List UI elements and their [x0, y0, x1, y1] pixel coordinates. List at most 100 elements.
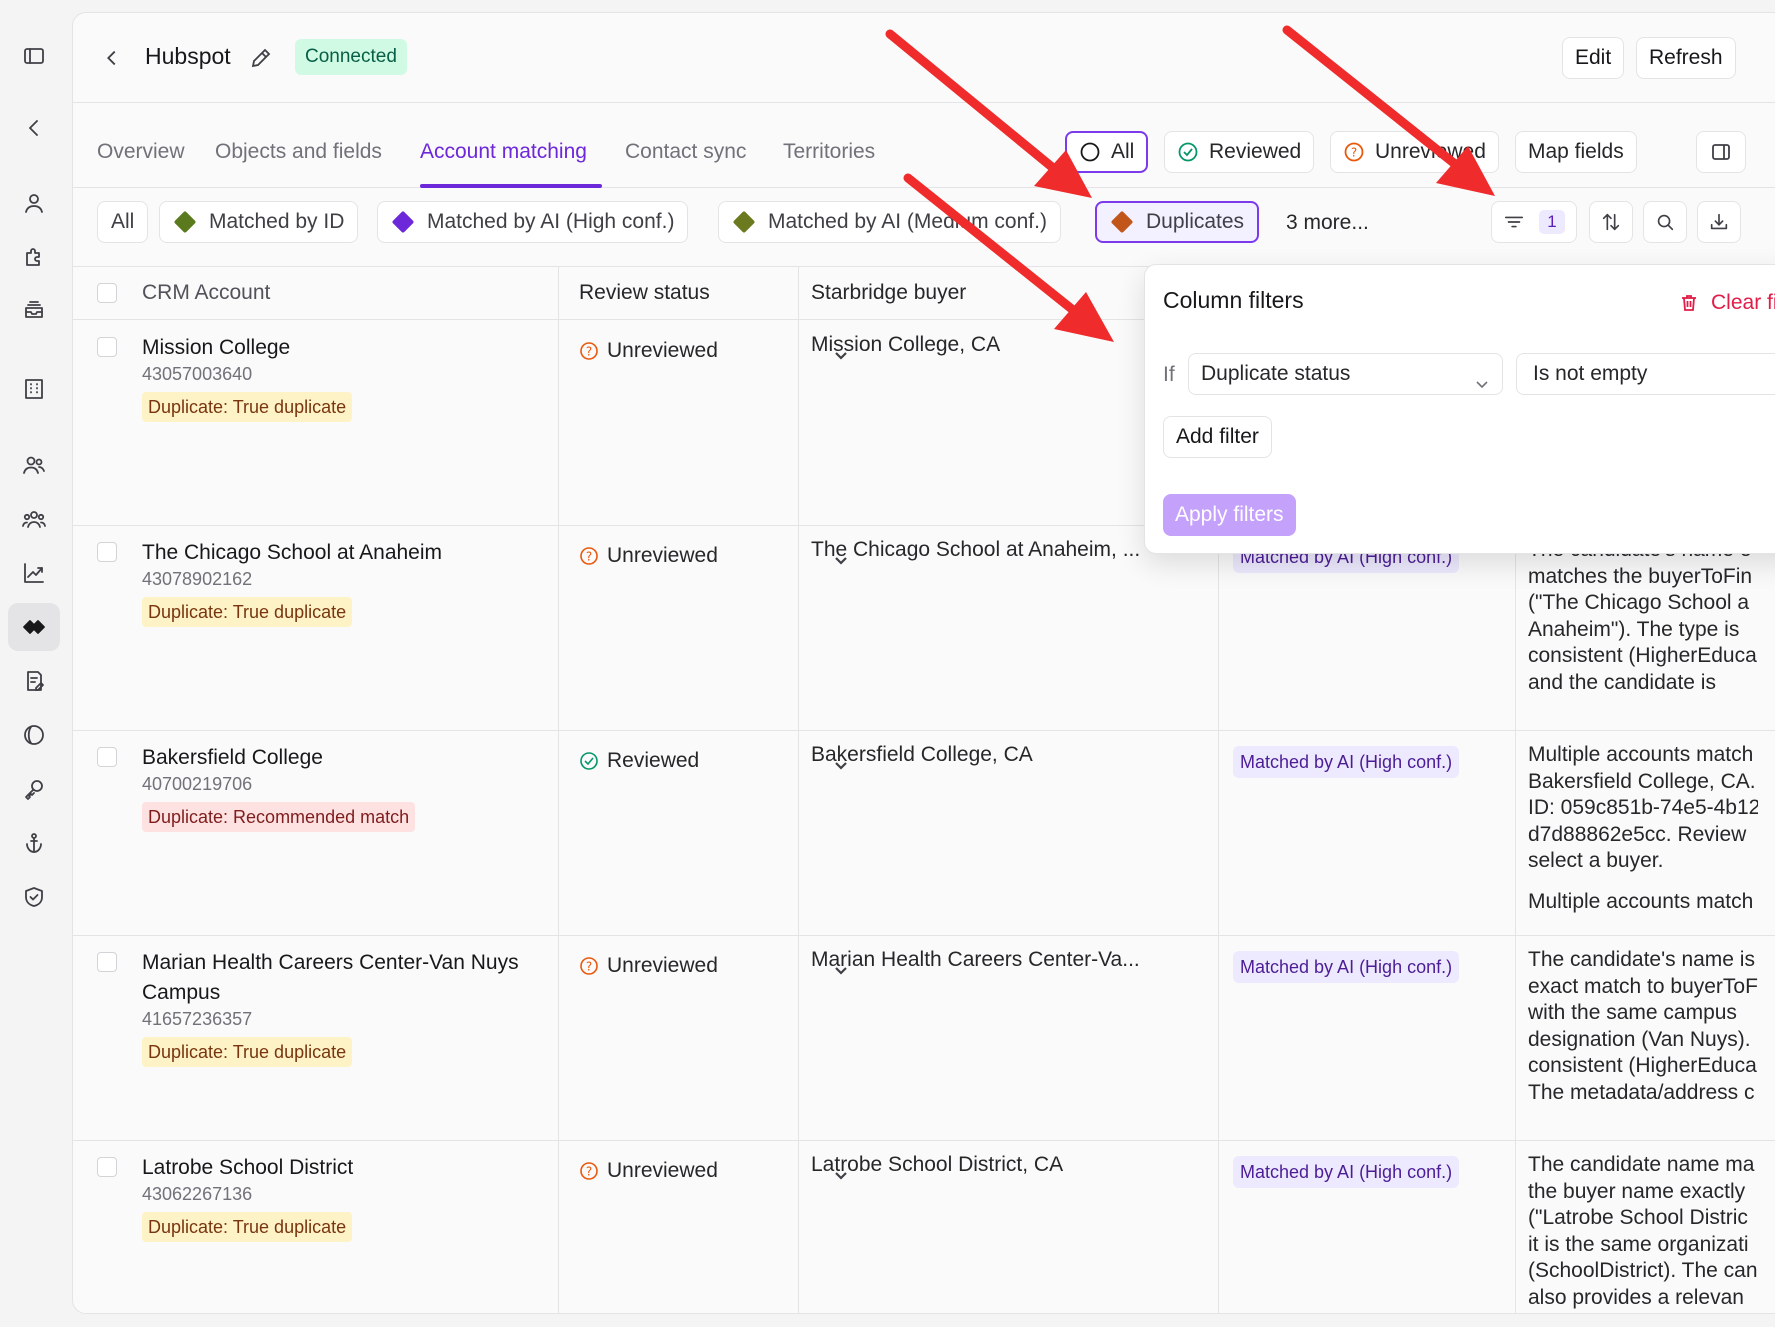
filter-field-select[interactable]: Duplicate status [1188, 353, 1503, 395]
reason-line: Multiple accounts match [1528, 743, 1754, 766]
buyer-name: Bakersfield College, CA [811, 743, 1033, 766]
col-crm-account[interactable]: CRM Account [142, 281, 271, 304]
chevron-down-icon[interactable] [833, 552, 849, 568]
sort-button[interactable] [1589, 201, 1633, 243]
account-name: Marian Health Careers Center-Van Nuys Ca… [142, 951, 519, 1004]
svg-text:?: ? [586, 1165, 592, 1179]
review-status-select[interactable]: ? Unreviewed [579, 954, 718, 978]
col-starbridge-buyer[interactable]: Starbridge buyer [811, 281, 967, 304]
reason-line: select a buyer. [1528, 849, 1664, 872]
review-status-select[interactable]: ? Unreviewed [579, 544, 718, 568]
trash-icon [1682, 295, 1696, 311]
collapse-chevron-icon[interactable] [14, 108, 54, 148]
tabs-row: Overview Objects and fields Account matc… [73, 104, 1775, 188]
chip-matched-ai-high-label: Matched by AI (High conf.) [427, 210, 675, 233]
reason-line: also provides a relevan [1528, 1285, 1744, 1309]
check-circle-icon [1177, 141, 1199, 163]
review-status-select[interactable]: ? Unreviewed [579, 339, 718, 363]
building-icon[interactable] [14, 369, 54, 409]
tab-objects-and-fields[interactable]: Objects and fields [215, 140, 382, 163]
chevron-down-icon[interactable] [833, 962, 849, 978]
account-matching-icon[interactable] [8, 603, 60, 651]
duplicate-badge: Duplicate: True duplicate [142, 597, 353, 627]
chevron-down-icon[interactable] [833, 757, 849, 773]
svg-text:?: ? [1351, 146, 1357, 160]
tab-overview[interactable]: Overview [97, 140, 185, 163]
row-checkbox[interactable] [97, 337, 117, 357]
col-review-status[interactable]: Review status [579, 281, 710, 304]
panel-toggle-button[interactable] [1696, 131, 1746, 173]
row-checkbox[interactable] [97, 952, 117, 972]
table-row[interactable]: Mission College 43057003640 Duplicate: T… [73, 321, 1775, 526]
edit-button[interactable]: Edit [1562, 37, 1625, 79]
apply-filters-button[interactable]: Apply filters [1163, 494, 1296, 536]
review-status-select[interactable]: ? Unreviewed [579, 1159, 718, 1183]
search-button[interactable] [1643, 201, 1687, 243]
download-button[interactable] [1697, 201, 1741, 243]
circle-logo-icon[interactable] [14, 715, 54, 755]
group-icon[interactable] [14, 499, 54, 539]
match-type-badge: Matched by AI (High conf.) [1233, 951, 1460, 983]
pencil-icon[interactable] [249, 46, 273, 70]
chart-trend-icon[interactable] [14, 553, 54, 593]
more-chips-link[interactable]: 3 more... [1286, 211, 1369, 234]
add-filter-button[interactable]: Add filter [1163, 416, 1272, 458]
chip-all[interactable]: All [97, 201, 149, 243]
chip-all-label: All [111, 210, 135, 233]
buyer-name: The Chicago School at Anaheim, ... [811, 538, 1141, 561]
clear-filters-button[interactable]: Clear filters [1679, 291, 1775, 315]
purple-diamond-icon [391, 210, 415, 234]
table-row[interactable]: Bakersfield College 40700219706 Duplicat… [73, 731, 1775, 936]
user-icon[interactable] [14, 183, 54, 223]
duplicate-badge: Duplicate: True duplicate [142, 392, 353, 422]
document-edit-icon[interactable] [14, 661, 54, 701]
account-name: Bakersfield College [142, 746, 323, 769]
map-fields-button[interactable]: Map fields [1515, 131, 1637, 173]
reason-line: designation (Van Nuys). [1528, 1027, 1751, 1051]
tab-account-matching[interactable]: Account matching [420, 140, 587, 163]
view-unreviewed-toggle[interactable]: ? Unreviewed [1330, 131, 1499, 173]
row-checkbox[interactable] [97, 1157, 117, 1177]
question-circle-icon: ? [579, 956, 599, 976]
buyer-name: Latrobe School District, CA [811, 1153, 1064, 1176]
svg-text:?: ? [586, 960, 592, 974]
view-all-toggle[interactable]: All [1065, 131, 1149, 173]
reason-line: Bakersfield College, CA. [1528, 769, 1756, 793]
sidebar-toggle-icon[interactable] [14, 36, 54, 76]
view-reviewed-toggle[interactable]: Reviewed [1164, 131, 1315, 173]
active-tab-underline [420, 184, 602, 188]
tab-contact-sync[interactable]: Contact sync [625, 140, 747, 163]
reason-line: (SchoolDistrict). The can [1528, 1259, 1758, 1282]
map-fields-label: Map fields [1528, 140, 1624, 163]
users-icon[interactable] [14, 445, 54, 485]
reason-spacer [1528, 875, 1758, 889]
reason-line: the buyer name exactly [1528, 1179, 1746, 1203]
refresh-button[interactable]: Refresh [1636, 37, 1736, 79]
chip-matched-ai-medium[interactable]: Matched by AI (Medium conf.) [718, 201, 1061, 243]
chevron-down-icon[interactable] [833, 1167, 849, 1183]
puzzle-icon[interactable] [14, 237, 54, 277]
key-icon[interactable] [14, 769, 54, 809]
duplicate-badge: Duplicate: True duplicate [142, 1037, 353, 1067]
chip-duplicates[interactable]: Duplicates [1095, 201, 1260, 243]
review-status-select[interactable]: Reviewed [579, 749, 699, 773]
table-row[interactable]: Marian Health Careers Center-Van Nuys Ca… [73, 936, 1775, 1141]
back-arrow-icon[interactable] [101, 47, 123, 69]
column-filter-button[interactable]: 1 [1491, 201, 1577, 243]
chip-matched-by-id[interactable]: Matched by ID [159, 201, 359, 243]
review-status-label: Unreviewed [607, 339, 718, 362]
chip-matched-id-label: Matched by ID [209, 210, 345, 233]
row-checkbox[interactable] [97, 747, 117, 767]
filter-operator-select[interactable]: Is not empty [1516, 353, 1775, 395]
anchor-icon[interactable] [14, 823, 54, 863]
tab-territories[interactable]: Territories [783, 140, 876, 163]
select-all-checkbox[interactable] [97, 283, 117, 303]
table-row[interactable]: Latrobe School District 43062267136 Dupl… [73, 1141, 1775, 1313]
chevron-down-icon[interactable] [833, 347, 849, 363]
clear-filters-label: Clear filters [1711, 291, 1775, 314]
shield-icon[interactable] [14, 877, 54, 917]
row-checkbox[interactable] [97, 542, 117, 562]
chip-matched-ai-high[interactable]: Matched by AI (High conf.) [377, 201, 689, 243]
table-row[interactable]: The Chicago School at Anaheim 4307890216… [73, 526, 1775, 731]
inbox-stack-icon[interactable] [14, 291, 54, 331]
